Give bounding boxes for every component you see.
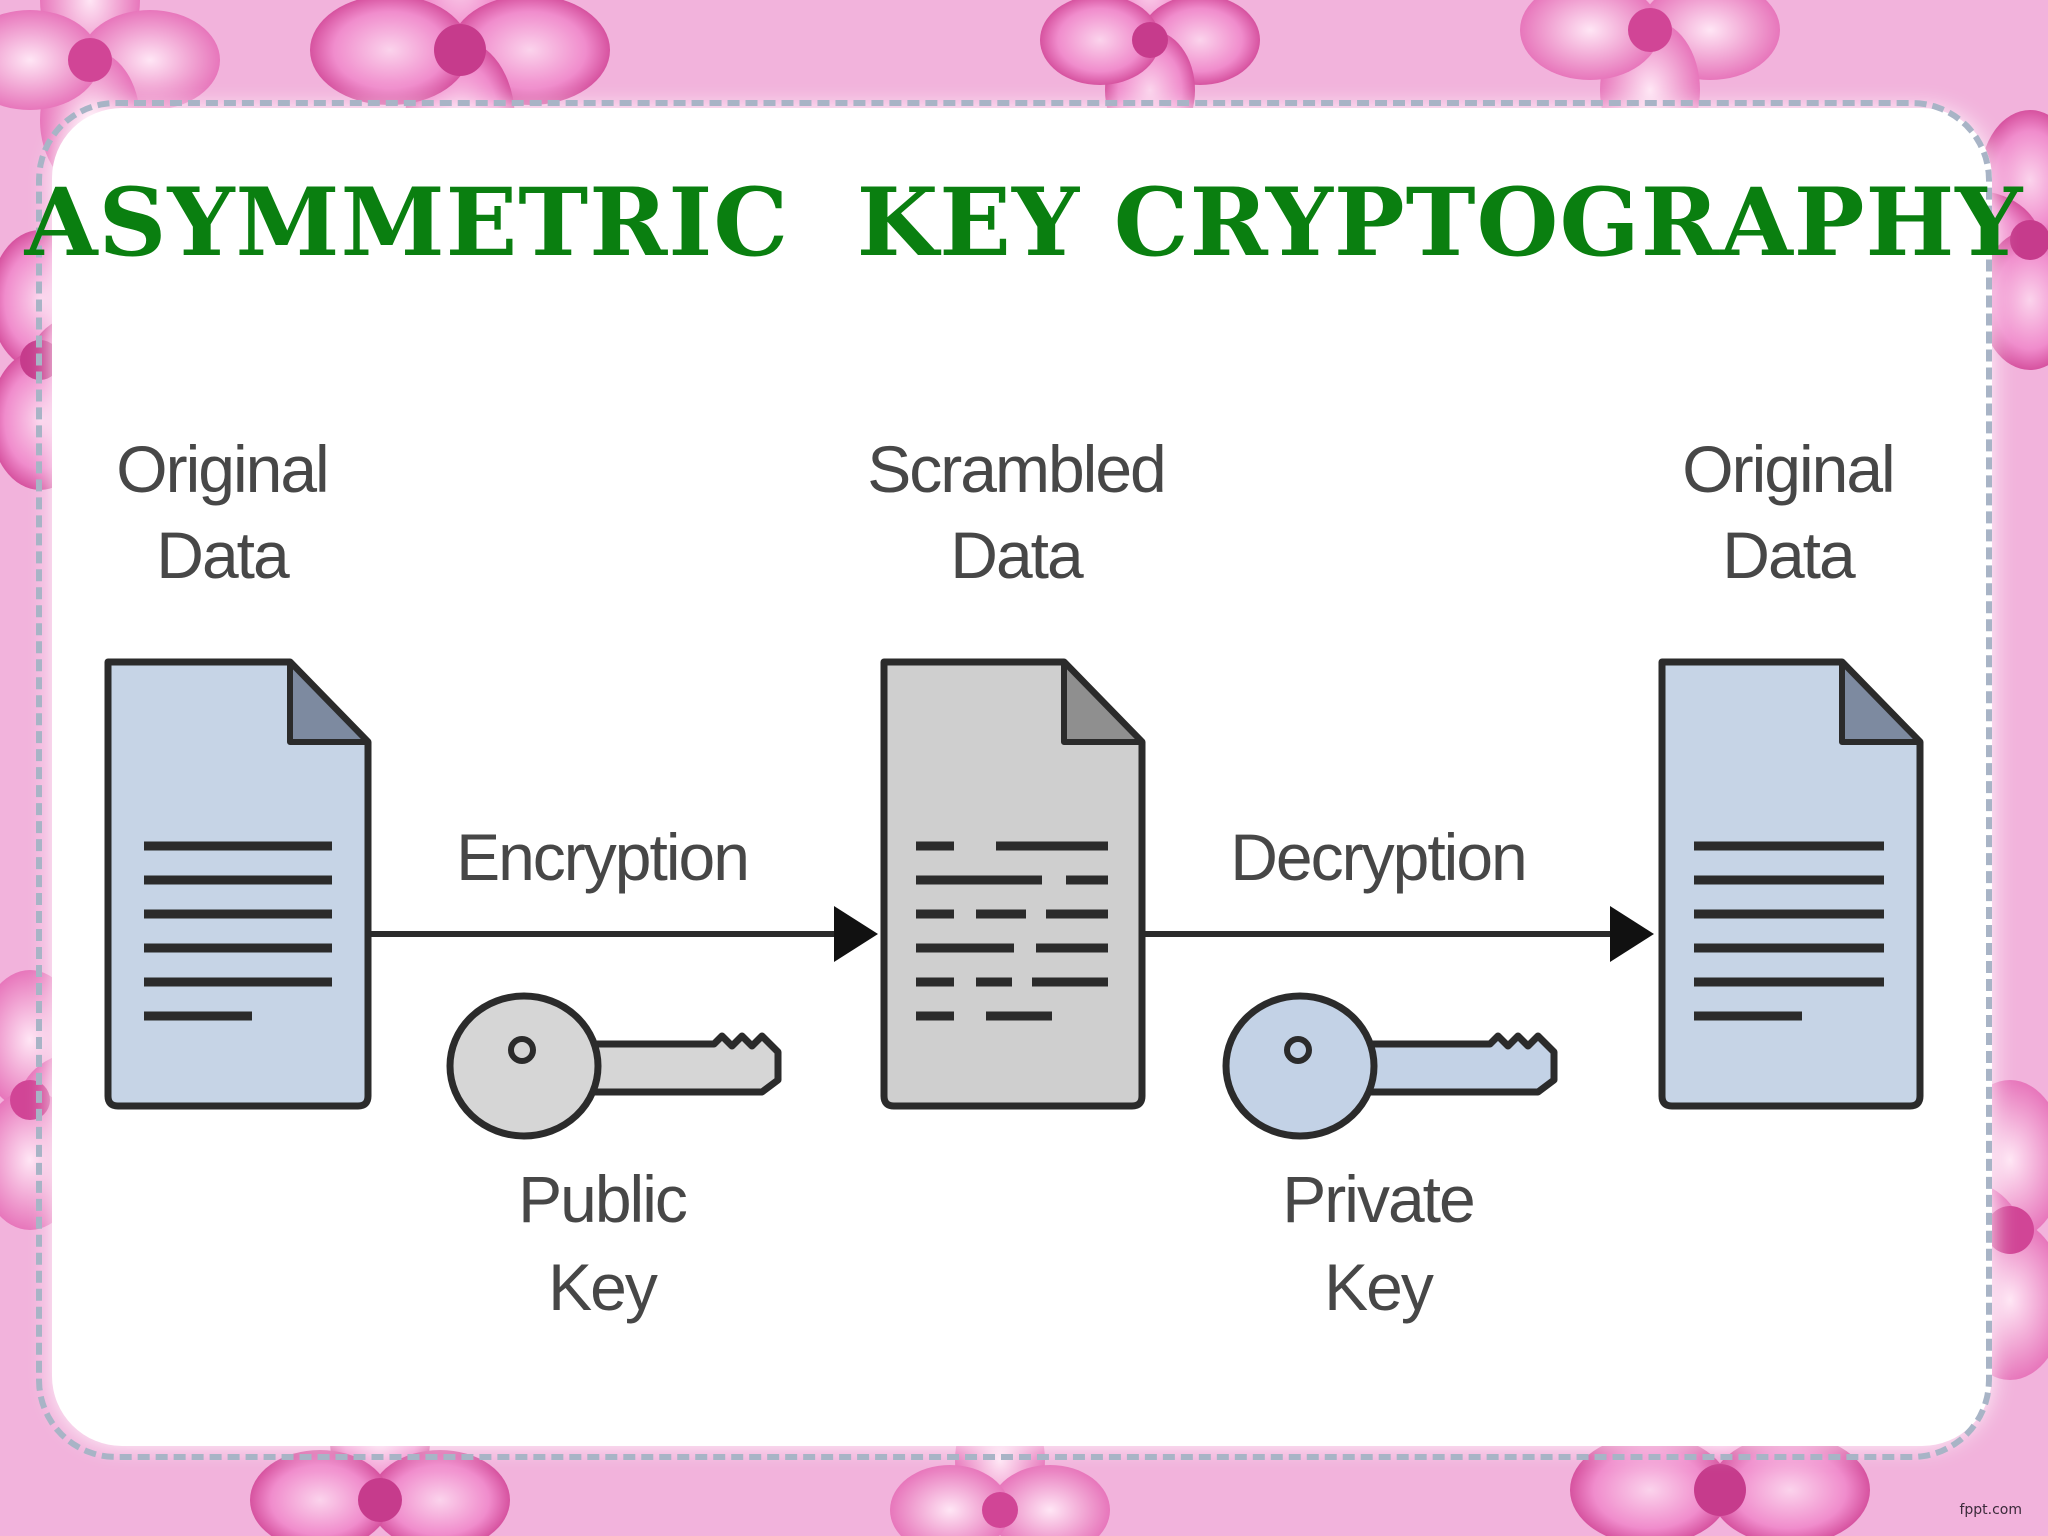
decryption-label: Decryption <box>1230 820 1525 894</box>
dashed-frame <box>36 100 1992 1460</box>
public-key-label-line2: Key <box>548 1250 658 1324</box>
encryption-arrow <box>368 906 878 962</box>
public-key-label-line1: Public <box>518 1162 687 1236</box>
scrambled-document-icon <box>880 658 1146 1110</box>
original-document-icon <box>104 658 372 1110</box>
right-doc-label-line1: Original <box>1682 440 1893 506</box>
left-doc-label-line1: Original <box>116 440 327 506</box>
private-key-label-line2: Key <box>1324 1250 1434 1324</box>
scrambled-doc-label-line1: Scrambled <box>867 440 1164 506</box>
encryption-label: Encryption <box>456 820 748 894</box>
scrambled-doc-label-line2: Data <box>950 518 1084 592</box>
encryption-diagram: Original Data Scrambled Data Original Da… <box>102 440 1928 1364</box>
private-key-icon <box>1222 992 1558 1140</box>
decryption-arrow <box>1142 906 1654 962</box>
decrypted-document-icon <box>1658 658 1924 1110</box>
slide-title: ASYMMETRIC KEY CRYPTOGRAPHY <box>24 168 2024 278</box>
watermark-text: fppt.com <box>1959 1502 2022 1518</box>
public-key-icon <box>446 992 782 1140</box>
left-doc-label-line2: Data <box>156 518 290 592</box>
private-key-label-line1: Private <box>1282 1162 1473 1236</box>
right-doc-label-line2: Data <box>1722 518 1856 592</box>
